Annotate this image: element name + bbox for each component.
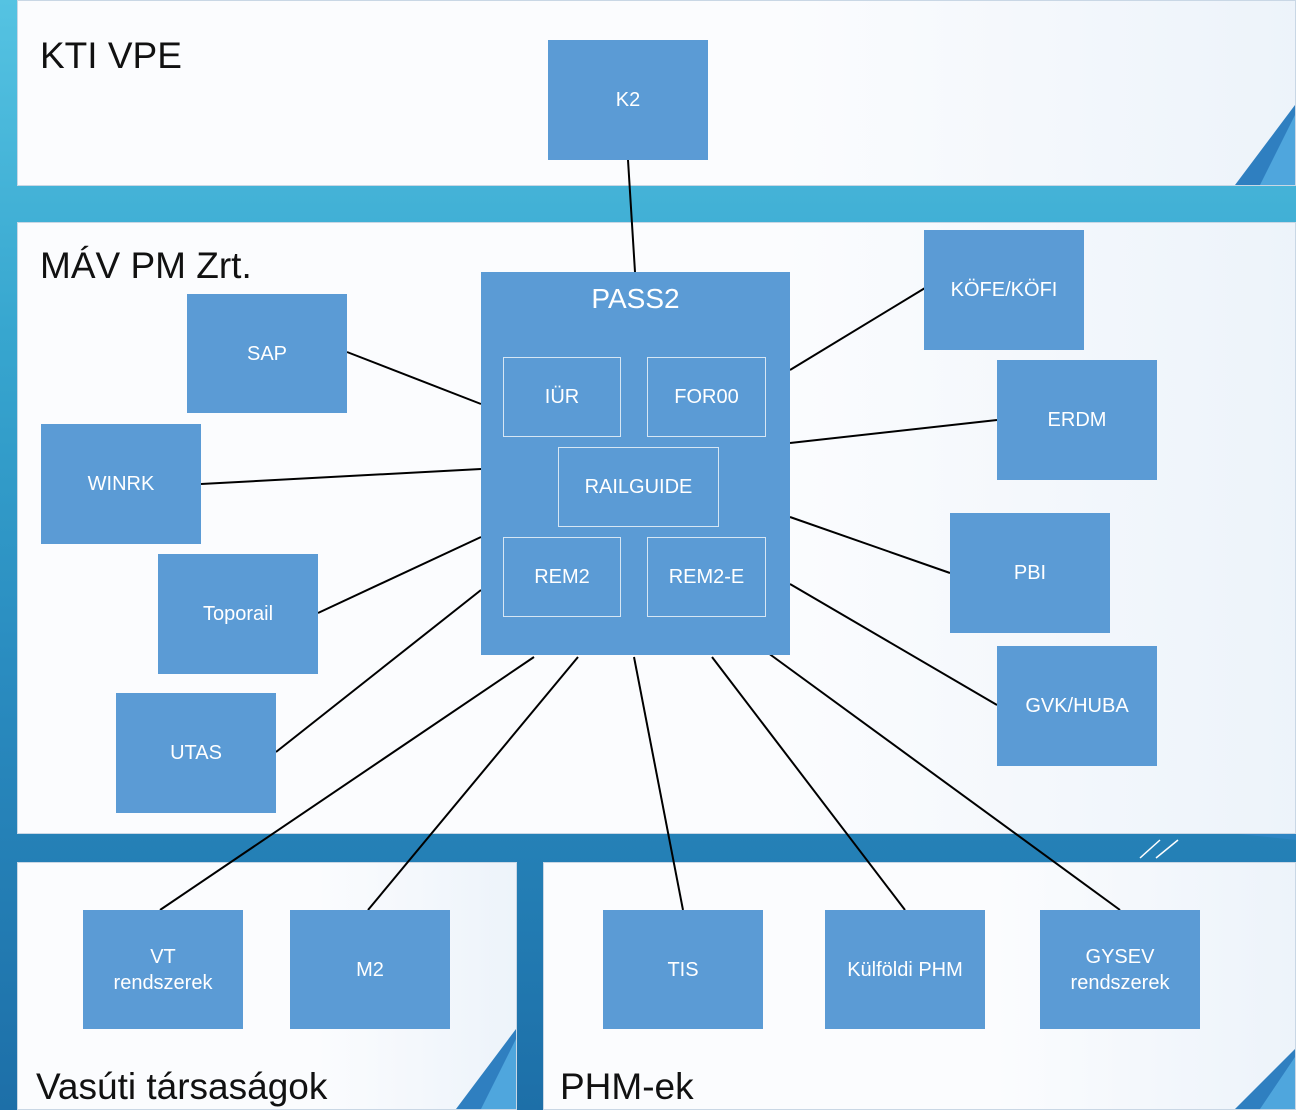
corner-triangle-icon [456, 1029, 516, 1109]
line-erdm [789, 419, 998, 444]
corner-triangle-icon [1235, 1049, 1295, 1109]
line-kulfoldi [711, 656, 906, 911]
module-for00[interactable]: FOR00 [647, 357, 766, 437]
system-utas[interactable]: UTAS [116, 693, 276, 813]
corner-triangle-icon [1235, 105, 1295, 185]
system-sap[interactable]: SAP [187, 294, 347, 413]
system-k2[interactable]: K2 [548, 40, 708, 160]
module-rem2[interactable]: REM2 [503, 537, 621, 617]
system-kofe[interactable]: KÖFE/KÖFI [924, 230, 1084, 350]
panel-title-phm: PHM-ek [560, 1066, 694, 1107]
line-k2 [627, 159, 636, 273]
line-gysev [763, 649, 1121, 911]
system-gysev-line2: rendszerek [1070, 971, 1170, 994]
module-railguide[interactable]: RAILGUIDE [558, 447, 719, 527]
line-winrk [200, 468, 482, 485]
panel-title-vasuti: Vasúti társaságok [36, 1066, 328, 1107]
line-vt [159, 656, 535, 911]
system-pbi[interactable]: PBI [950, 513, 1110, 633]
line-m2 [367, 656, 579, 911]
panel-title-kti: KTI VPE [40, 35, 182, 76]
line-tis [633, 656, 684, 911]
system-gysev[interactable]: GYSEV rendszerek [1040, 910, 1200, 1029]
line-pbi [789, 516, 951, 574]
pass2-title: PASS2 [591, 283, 680, 314]
system-winrk[interactable]: WINRK [41, 424, 201, 544]
line-utas [275, 589, 482, 753]
system-kulfoldi-phm[interactable]: Külföldi PHM [825, 910, 985, 1029]
system-tis[interactable]: TIS [603, 910, 763, 1029]
module-rem2e[interactable]: REM2-E [647, 537, 766, 617]
system-vt[interactable]: VT rendszerek [83, 910, 243, 1029]
line-gvk [789, 583, 998, 706]
line-kofe [789, 287, 926, 371]
system-toporail[interactable]: Toporail [158, 554, 318, 674]
system-gysev-line1: GYSEV [1085, 945, 1155, 968]
line-toporail [317, 536, 482, 614]
system-vt-line1: VT [150, 945, 176, 968]
system-vt-line2: rendszerek [113, 971, 213, 994]
system-erdm[interactable]: ERDM [997, 360, 1157, 480]
system-gvk-huba[interactable]: GVK/HUBA [997, 646, 1157, 766]
system-m2[interactable]: M2 [290, 910, 450, 1029]
module-iur[interactable]: IÜR [503, 357, 621, 437]
line-sap [346, 351, 482, 405]
panel-title-mav: MÁV PM Zrt. [40, 245, 252, 286]
